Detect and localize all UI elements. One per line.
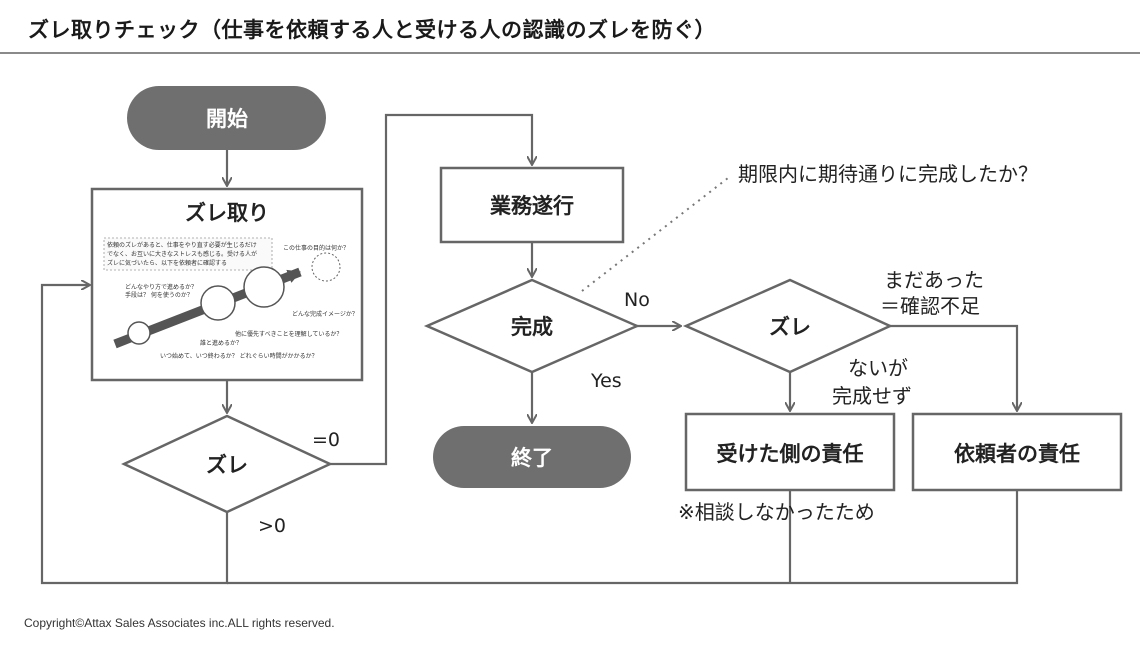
task-execution-process: 業務遂行 — [439, 166, 625, 244]
svg-text:いつ始めて、いつ終わるか？ どれぐらい時間がかかるか？: いつ始めて、いつ終わるか？ どれぐらい時間がかかるか？ — [160, 352, 318, 360]
label-gt-zero: >0 — [258, 515, 286, 537]
svg-text:他に優先すべきことを理解しているか？: 他に優先すべきことを理解しているか？ — [235, 330, 342, 338]
edge-requester-return — [227, 490, 1019, 585]
label-none-2: 完成せず — [832, 384, 912, 408]
label-yes: Yes — [590, 370, 622, 392]
svg-text:完成: 完成 — [511, 315, 553, 339]
label-no: No — [624, 289, 650, 311]
label-none-1: ないが — [848, 356, 908, 380]
svg-text:業務遂行: 業務遂行 — [490, 194, 574, 218]
svg-text:でなく、お互いに大きなストレスも感じる。受ける人が: でなく、お互いに大きなストレスも感じる。受ける人が — [107, 250, 257, 258]
decision-zure-left: ズレ — [121, 414, 333, 514]
label-still-1: まだあった — [884, 268, 984, 292]
svg-text:依頼者の責任: 依頼者の責任 — [954, 442, 1080, 466]
title-divider — [0, 52, 1140, 54]
zuretori-process: ズレ取り 依頼のズレがあると、仕事をやり直す必要が生じるだけ でなく、お互いに大… — [90, 187, 364, 382]
svg-text:終了: 終了 — [511, 446, 553, 470]
requester-responsibility-box: 依頼者の責任 — [911, 412, 1123, 492]
label-still-2: ＝確認不足 — [880, 294, 980, 318]
decision-complete: 完成 — [423, 278, 641, 374]
svg-text:受けた側の責任: 受けた側の責任 — [717, 442, 864, 466]
svg-text:ズレ: ズレ — [206, 453, 248, 477]
receiver-responsibility-box: 受けた側の責任 — [684, 412, 896, 492]
svg-text:この仕事の目的は何か？: この仕事の目的は何か？ — [283, 244, 349, 252]
edge-zure-to-requester — [890, 324, 1017, 410]
svg-text:ズレ: ズレ — [769, 315, 811, 339]
page-title: ズレ取りチェック（仕事を依頼する人と受ける人の認識のズレを防ぐ） — [28, 18, 716, 42]
decision-zure-right: ズレ — [682, 278, 893, 374]
svg-text:誰と進めるか？: 誰と進めるか？ — [200, 339, 242, 347]
svg-text:手段は？ 何を使うのか？: 手段は？ 何を使うのか？ — [125, 291, 193, 299]
edge-eq0-to-task — [330, 113, 532, 466]
note-consult-reason: ※相談しなかったため — [678, 500, 875, 524]
edge-gt0-loop — [40, 285, 229, 585]
svg-text:ズレに気づいたら、以下を依頼者に確認する: ズレに気づいたら、以下を依頼者に確認する — [107, 259, 227, 267]
svg-text:どんな完成イメージか？: どんな完成イメージか？ — [292, 310, 358, 318]
start-node: 開始 — [127, 86, 326, 150]
zuretori-thumbnail: 依頼のズレがあると、仕事をやり直す必要が生じるだけ でなく、お互いに大きなストレ… — [103, 237, 358, 360]
note-deadline-check: 期限内に期待通りに完成したか？ — [738, 162, 1038, 186]
start-label: 開始 — [206, 107, 248, 131]
svg-text:依頼のズレがあると、仕事をやり直す必要が生じるだけ: 依頼のズレがあると、仕事をやり直す必要が生じるだけ — [107, 241, 257, 249]
svg-text:どんなやり方で進めるか？: どんなやり方で進めるか？ — [125, 283, 197, 291]
note-leader — [581, 177, 729, 292]
copyright-footer: Copyright©Attax Sales Associates inc.ALL… — [24, 616, 335, 630]
zuretori-label: ズレ取り — [185, 201, 269, 225]
label-eq-zero: =0 — [312, 429, 340, 451]
end-node: 終了 — [433, 426, 631, 488]
